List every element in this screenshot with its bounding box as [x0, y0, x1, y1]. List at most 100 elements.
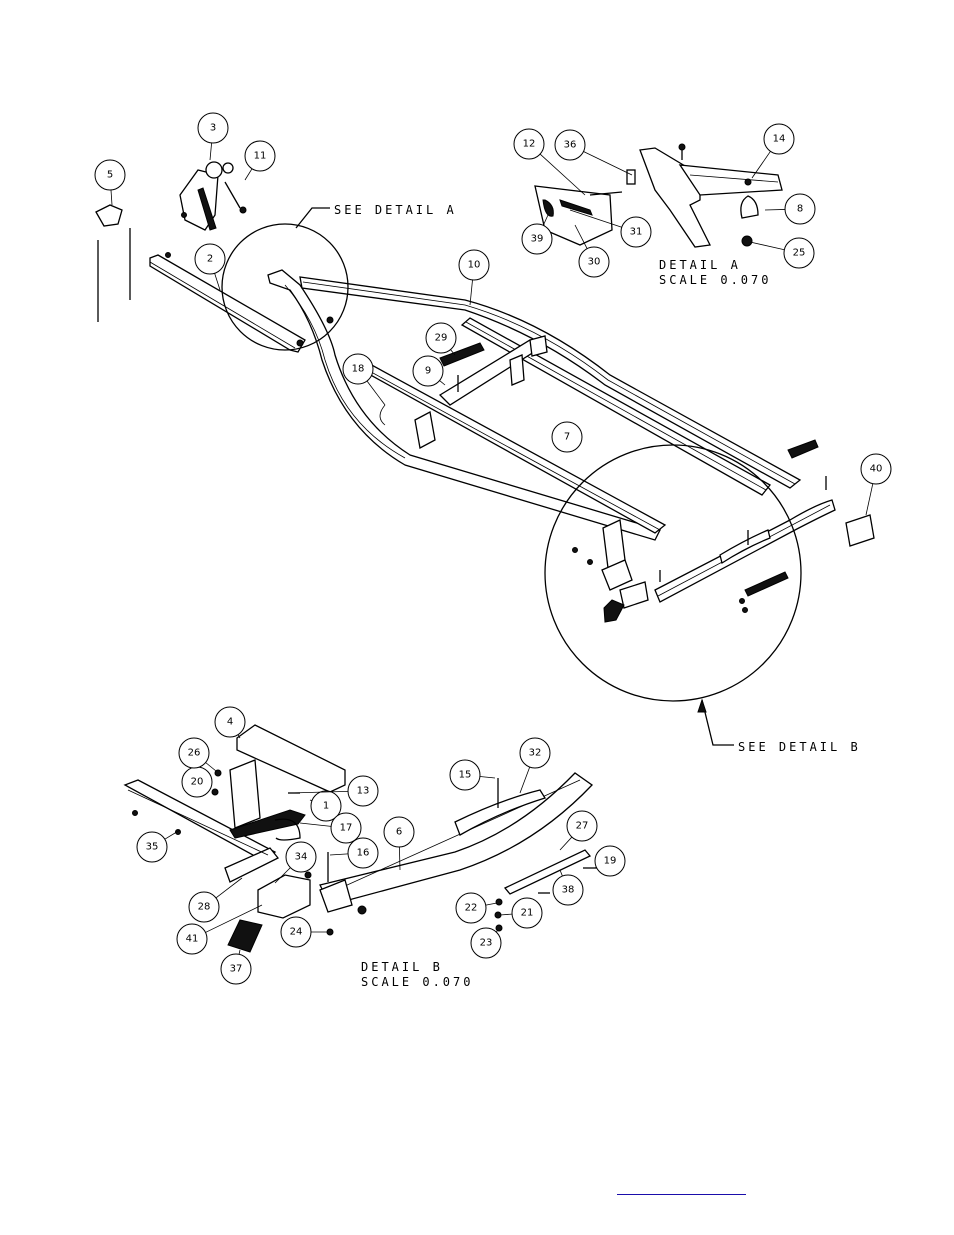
callout-leader-37: [238, 949, 241, 955]
detail-b-title: DETAIL B: [361, 960, 443, 974]
see-detail-a-label: SEE DETAIL A: [334, 203, 457, 217]
callout-20: 20: [181, 766, 213, 798]
callout-number-39: 39: [531, 234, 544, 245]
callout-leader-28: [215, 877, 243, 899]
callout-number-8: 8: [797, 204, 803, 215]
callout-13: 13: [289, 775, 379, 807]
detail-b-circle: [544, 444, 802, 702]
callout-number-9: 9: [425, 366, 431, 377]
detail-b-scale: SCALE 0.070: [361, 975, 473, 989]
callout-leader-5: [110, 189, 113, 206]
callout-19: 19: [594, 845, 626, 877]
detail-b-leader: [701, 699, 734, 746]
callout-leader-8: [764, 209, 786, 211]
callout-circle-37: [220, 953, 252, 985]
callout-number-37: 37: [230, 964, 243, 975]
callout-circle-30: [578, 246, 610, 278]
callout-number-26: 26: [188, 748, 201, 759]
detail-a-parts: [534, 143, 783, 248]
detail-b-parts: [123, 724, 598, 953]
callout-leader-15: [479, 776, 496, 779]
callout-circle-27: [566, 810, 598, 842]
callout-leader-29: [450, 349, 456, 356]
callout-leader-22: [485, 902, 498, 906]
callout-25: 25: [749, 237, 815, 269]
callout-38: 38: [552, 869, 584, 906]
callout-circle-39: [521, 223, 553, 255]
callout-number-16: 16: [357, 848, 370, 859]
callout-number-24: 24: [290, 927, 303, 938]
callout-number-36: 36: [564, 140, 577, 151]
see-detail-b-label: SEE DETAIL B: [738, 740, 861, 754]
callout-number-1: 1: [323, 801, 329, 812]
callout-leader-35: [164, 829, 181, 840]
callout-leader-41: [205, 904, 263, 933]
callout-22: 22: [455, 892, 498, 924]
callout-number-32: 32: [529, 748, 542, 759]
callout-circle-11: [244, 140, 276, 172]
callout-number-41: 41: [186, 934, 199, 945]
callout-circle-15: [449, 759, 481, 791]
callout-number-3: 3: [210, 123, 216, 134]
callout-35: 35: [136, 829, 181, 863]
callout-number-15: 15: [459, 770, 472, 781]
detail-a-scale: SCALE 0.070: [659, 273, 771, 287]
callout-24: 24: [280, 916, 328, 948]
callout-circle-8: [784, 193, 816, 225]
callout-circle-25: [783, 237, 815, 269]
callout-34: 34: [274, 841, 317, 884]
callout-23: 23: [470, 927, 502, 959]
callout-circle-31: [620, 216, 652, 248]
callout-number-21: 21: [521, 908, 534, 919]
callout-circle-21: [511, 897, 543, 929]
callout-circle-14: [763, 123, 795, 155]
page-link-underline[interactable]: [617, 1178, 746, 1195]
callout-number-38: 38: [562, 885, 575, 896]
callout-8: 8: [764, 193, 816, 225]
callout-9: 9: [412, 355, 446, 387]
callout-number-10: 10: [468, 260, 481, 271]
callout-bubbles: 1234567891011121314151617181920212223242…: [94, 112, 892, 985]
callout-number-31: 31: [630, 227, 643, 238]
callout-number-6: 6: [396, 827, 402, 838]
callout-leader-27: [559, 836, 573, 851]
callout-circle-32: [519, 737, 551, 769]
callout-7: 7: [551, 421, 583, 453]
callout-circle-35: [136, 831, 168, 863]
callout-leader-14: [751, 151, 771, 179]
callout-number-17: 17: [340, 823, 353, 834]
callout-circle-34: [285, 841, 317, 873]
callout-number-30: 30: [588, 257, 601, 268]
callout-circle-12: [513, 128, 545, 160]
callout-circle-18: [342, 353, 374, 385]
callout-circle-28: [188, 891, 220, 923]
callout-1: 1: [309, 790, 342, 822]
callout-circle-4: [214, 706, 246, 738]
callout-leader-26: [205, 762, 217, 772]
callout-12: 12: [513, 128, 586, 196]
callout-leader-9: [439, 380, 446, 386]
callout-leader-2: [214, 273, 221, 291]
callout-number-14: 14: [773, 134, 786, 145]
callout-31: 31: [569, 209, 652, 248]
callout-circle-29: [425, 322, 457, 354]
callout-37: 37: [220, 949, 252, 985]
callout-leader-30: [574, 224, 588, 249]
callout-number-12: 12: [523, 139, 536, 150]
callout-circle-2: [194, 243, 226, 275]
callout-circle-7: [551, 421, 583, 453]
callout-number-7: 7: [564, 432, 570, 443]
callout-leader-25: [749, 241, 785, 251]
callout-circle-17: [330, 812, 362, 844]
callout-circle-3: [197, 112, 229, 144]
callout-number-22: 22: [465, 903, 478, 914]
callout-circle-19: [594, 845, 626, 877]
callout-number-5: 5: [107, 170, 113, 181]
callout-18: 18: [342, 353, 386, 406]
callout-number-4: 4: [227, 717, 233, 728]
callout-leader-38: [559, 869, 563, 877]
callout-number-35: 35: [146, 842, 159, 853]
detail-a-title: DETAIL A: [659, 258, 741, 272]
callout-number-2: 2: [207, 254, 213, 265]
callout-leader-16: [329, 853, 349, 856]
